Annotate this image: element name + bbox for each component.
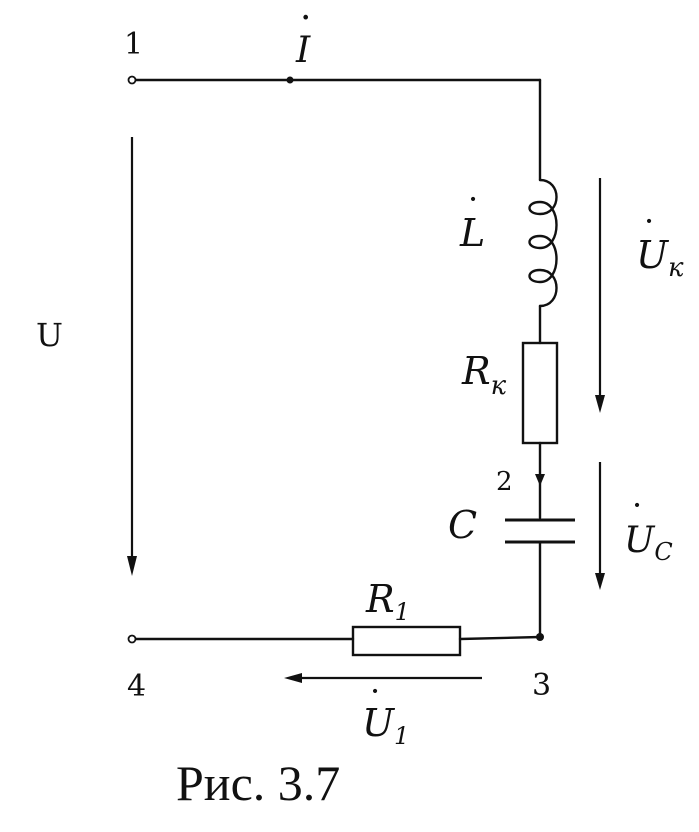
inductor-label: L	[459, 211, 485, 255]
voltage-arrow-uc-head	[595, 573, 605, 590]
node-label-3: 3	[532, 668, 551, 703]
capacitor-voltage-phasor-mark: ·	[632, 486, 642, 524]
terminal-4	[127, 634, 137, 644]
current-phasor-mark: ·	[300, 0, 311, 39]
inductor-phasor-mark: ·	[468, 180, 478, 218]
current-label: I	[295, 30, 311, 71]
resistor1-voltage-phasor-mark: ·	[370, 672, 380, 710]
resistor-r1	[351, 625, 462, 657]
voltage-arrow-u-head	[127, 556, 137, 576]
node-label-4: 4	[127, 669, 146, 704]
current-marker-dot	[286, 76, 294, 84]
capacitor-label: C	[448, 503, 477, 547]
figure-caption: Рис. 3.7	[176, 755, 340, 811]
coil-resistance-label: Rк	[461, 349, 507, 401]
node-label-1: 1	[124, 27, 143, 62]
voltage-total-label: U	[36, 316, 63, 354]
resistor1-label: R1	[365, 577, 410, 626]
wire-bottom-right	[458, 635, 542, 641]
node-3-dot	[536, 633, 544, 641]
voltage-arrow-u1-head	[284, 673, 302, 683]
terminal-1	[127, 75, 137, 85]
voltage-arrow-uk-head	[595, 395, 605, 413]
resistor1-voltage-label: U1	[362, 701, 409, 750]
inductor-coil	[528, 178, 558, 308]
coil-voltage-phasor-mark: ·	[644, 202, 654, 240]
resistor-rk	[521, 341, 559, 445]
capacitor-voltage-label: UC	[624, 520, 673, 566]
coil-voltage-label: Uк	[636, 233, 684, 283]
current-arrow-node2	[535, 474, 545, 486]
node-label-2: 2	[496, 467, 513, 497]
